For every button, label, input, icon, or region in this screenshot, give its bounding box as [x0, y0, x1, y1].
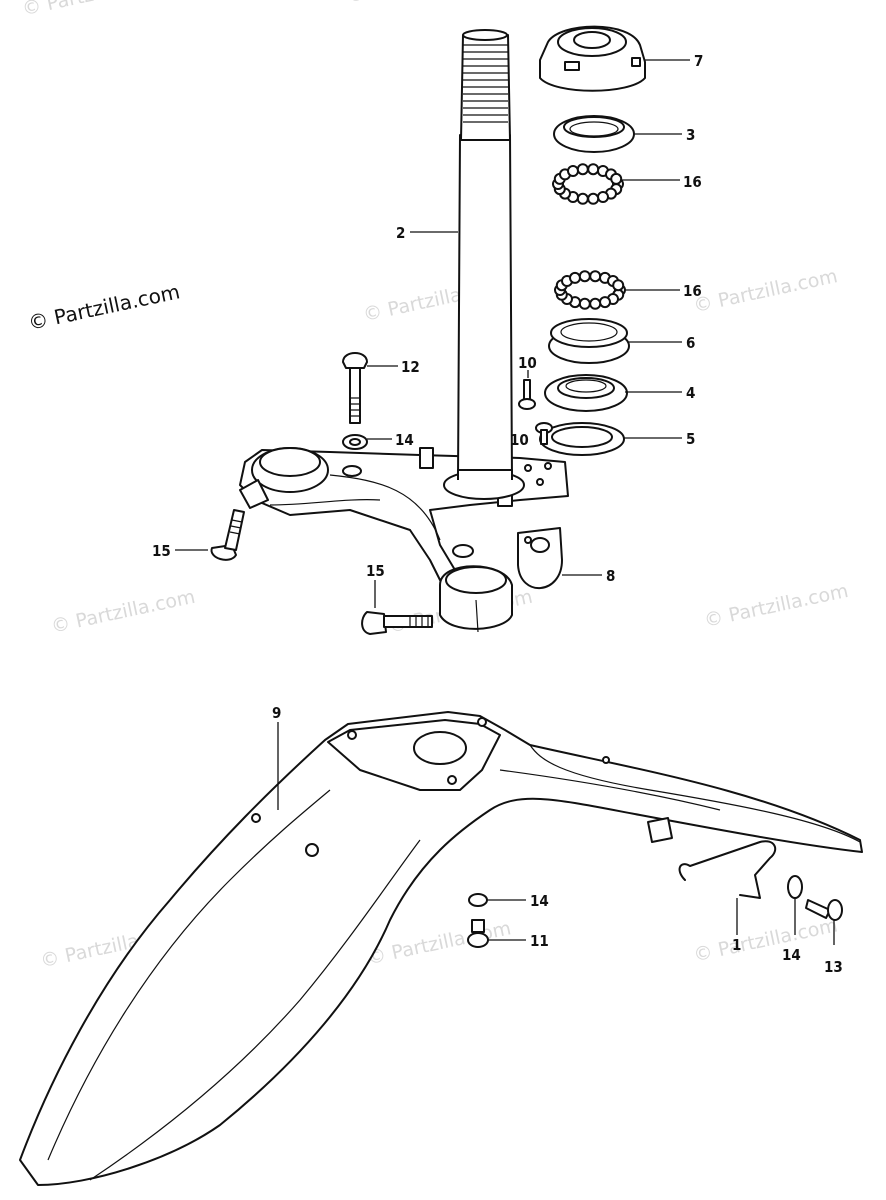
- callout-7: 7: [694, 52, 703, 70]
- steel-ball: [578, 270, 591, 283]
- callout-4: 4: [686, 384, 695, 402]
- stem-hole: [413, 731, 467, 765]
- top-ball-race: [548, 318, 630, 364]
- steel-ball: [587, 192, 600, 205]
- callout-2: 2: [396, 224, 405, 242]
- dust-seal: [539, 422, 625, 456]
- callout-3: 3: [686, 126, 695, 144]
- leader-lines: [175, 59, 835, 945]
- callouts: 7 3 16 2 16 6 12 10 4 14 10 5 15 15 8 9 …: [152, 52, 843, 976]
- callout-15-left: 15: [152, 542, 171, 560]
- callout-10-upper: 10: [518, 354, 537, 372]
- steering-stem: [239, 29, 569, 633]
- steel-ball: [578, 297, 591, 310]
- callout-14-mid: 14: [530, 892, 549, 910]
- screw-small-lower: [535, 422, 553, 445]
- steel-ball-lower: [554, 270, 626, 310]
- watermark-text: © Partzilla.com: [671, 0, 819, 5]
- steel-ball: [589, 270, 602, 283]
- steel-ball: [576, 192, 589, 205]
- callout-12: 12: [401, 358, 420, 376]
- callout-11: 11: [530, 932, 549, 950]
- steel-ball: [576, 163, 589, 176]
- callout-14-upper: 14: [395, 431, 414, 449]
- bottom-ball-race: [544, 374, 628, 412]
- bolt-hole: [452, 544, 474, 558]
- callout-10-lower: 10: [510, 431, 529, 449]
- stem-tube: [457, 134, 513, 481]
- bolt-15-bottom: [361, 611, 433, 635]
- front-fender: [19, 711, 863, 1186]
- callout-5: 5: [686, 430, 695, 448]
- screw-small-upper: [518, 379, 536, 410]
- watermark-text: © Partzilla.com: [20, 0, 168, 20]
- callout-9: 9: [272, 704, 281, 722]
- watermark-text: © Partzilla.com: [692, 914, 840, 966]
- steel-ball: [610, 172, 623, 185]
- washer-14: [342, 434, 368, 450]
- bolt-hole: [342, 465, 362, 477]
- washer-14-right: [787, 875, 803, 899]
- watermark-text: © Partzilla.com: [702, 580, 850, 632]
- callout-14-right: 14: [782, 946, 801, 964]
- steel-ball-upper: [552, 163, 624, 205]
- top-cone-race: [553, 115, 635, 153]
- callout-1: 1: [732, 936, 741, 954]
- steel-ball: [587, 163, 600, 176]
- steel-ball: [569, 271, 581, 284]
- top-nut: [539, 25, 646, 92]
- wire-clip: [678, 840, 777, 899]
- fender-body: [19, 711, 863, 1186]
- watermark-text: © Partzilla.com: [345, 0, 493, 8]
- steel-ball: [599, 296, 611, 309]
- steel-ball: [597, 191, 609, 203]
- callout-16-lower: 16: [683, 282, 702, 300]
- steel-ball: [567, 165, 579, 177]
- bolt-11: [467, 919, 489, 948]
- callout-8: 8: [606, 567, 615, 585]
- bolt-12: [342, 352, 368, 424]
- bolt-15-left: [210, 509, 245, 561]
- washer-14-mid: [468, 893, 488, 907]
- cable-bracket: [517, 527, 563, 590]
- steel-ball: [589, 297, 602, 310]
- steel-ball: [612, 279, 625, 292]
- callout-16-upper: 16: [683, 173, 702, 191]
- callout-15-bottom: 15: [366, 562, 385, 580]
- copyright-text: © Partzilla.com: [26, 279, 182, 335]
- watermark-text: © Partzilla.com: [49, 586, 197, 638]
- watermark-text: © Partzilla.com: [692, 265, 840, 317]
- screw-13: [805, 899, 843, 921]
- callout-6: 6: [686, 334, 695, 352]
- callout-13: 13: [824, 958, 843, 976]
